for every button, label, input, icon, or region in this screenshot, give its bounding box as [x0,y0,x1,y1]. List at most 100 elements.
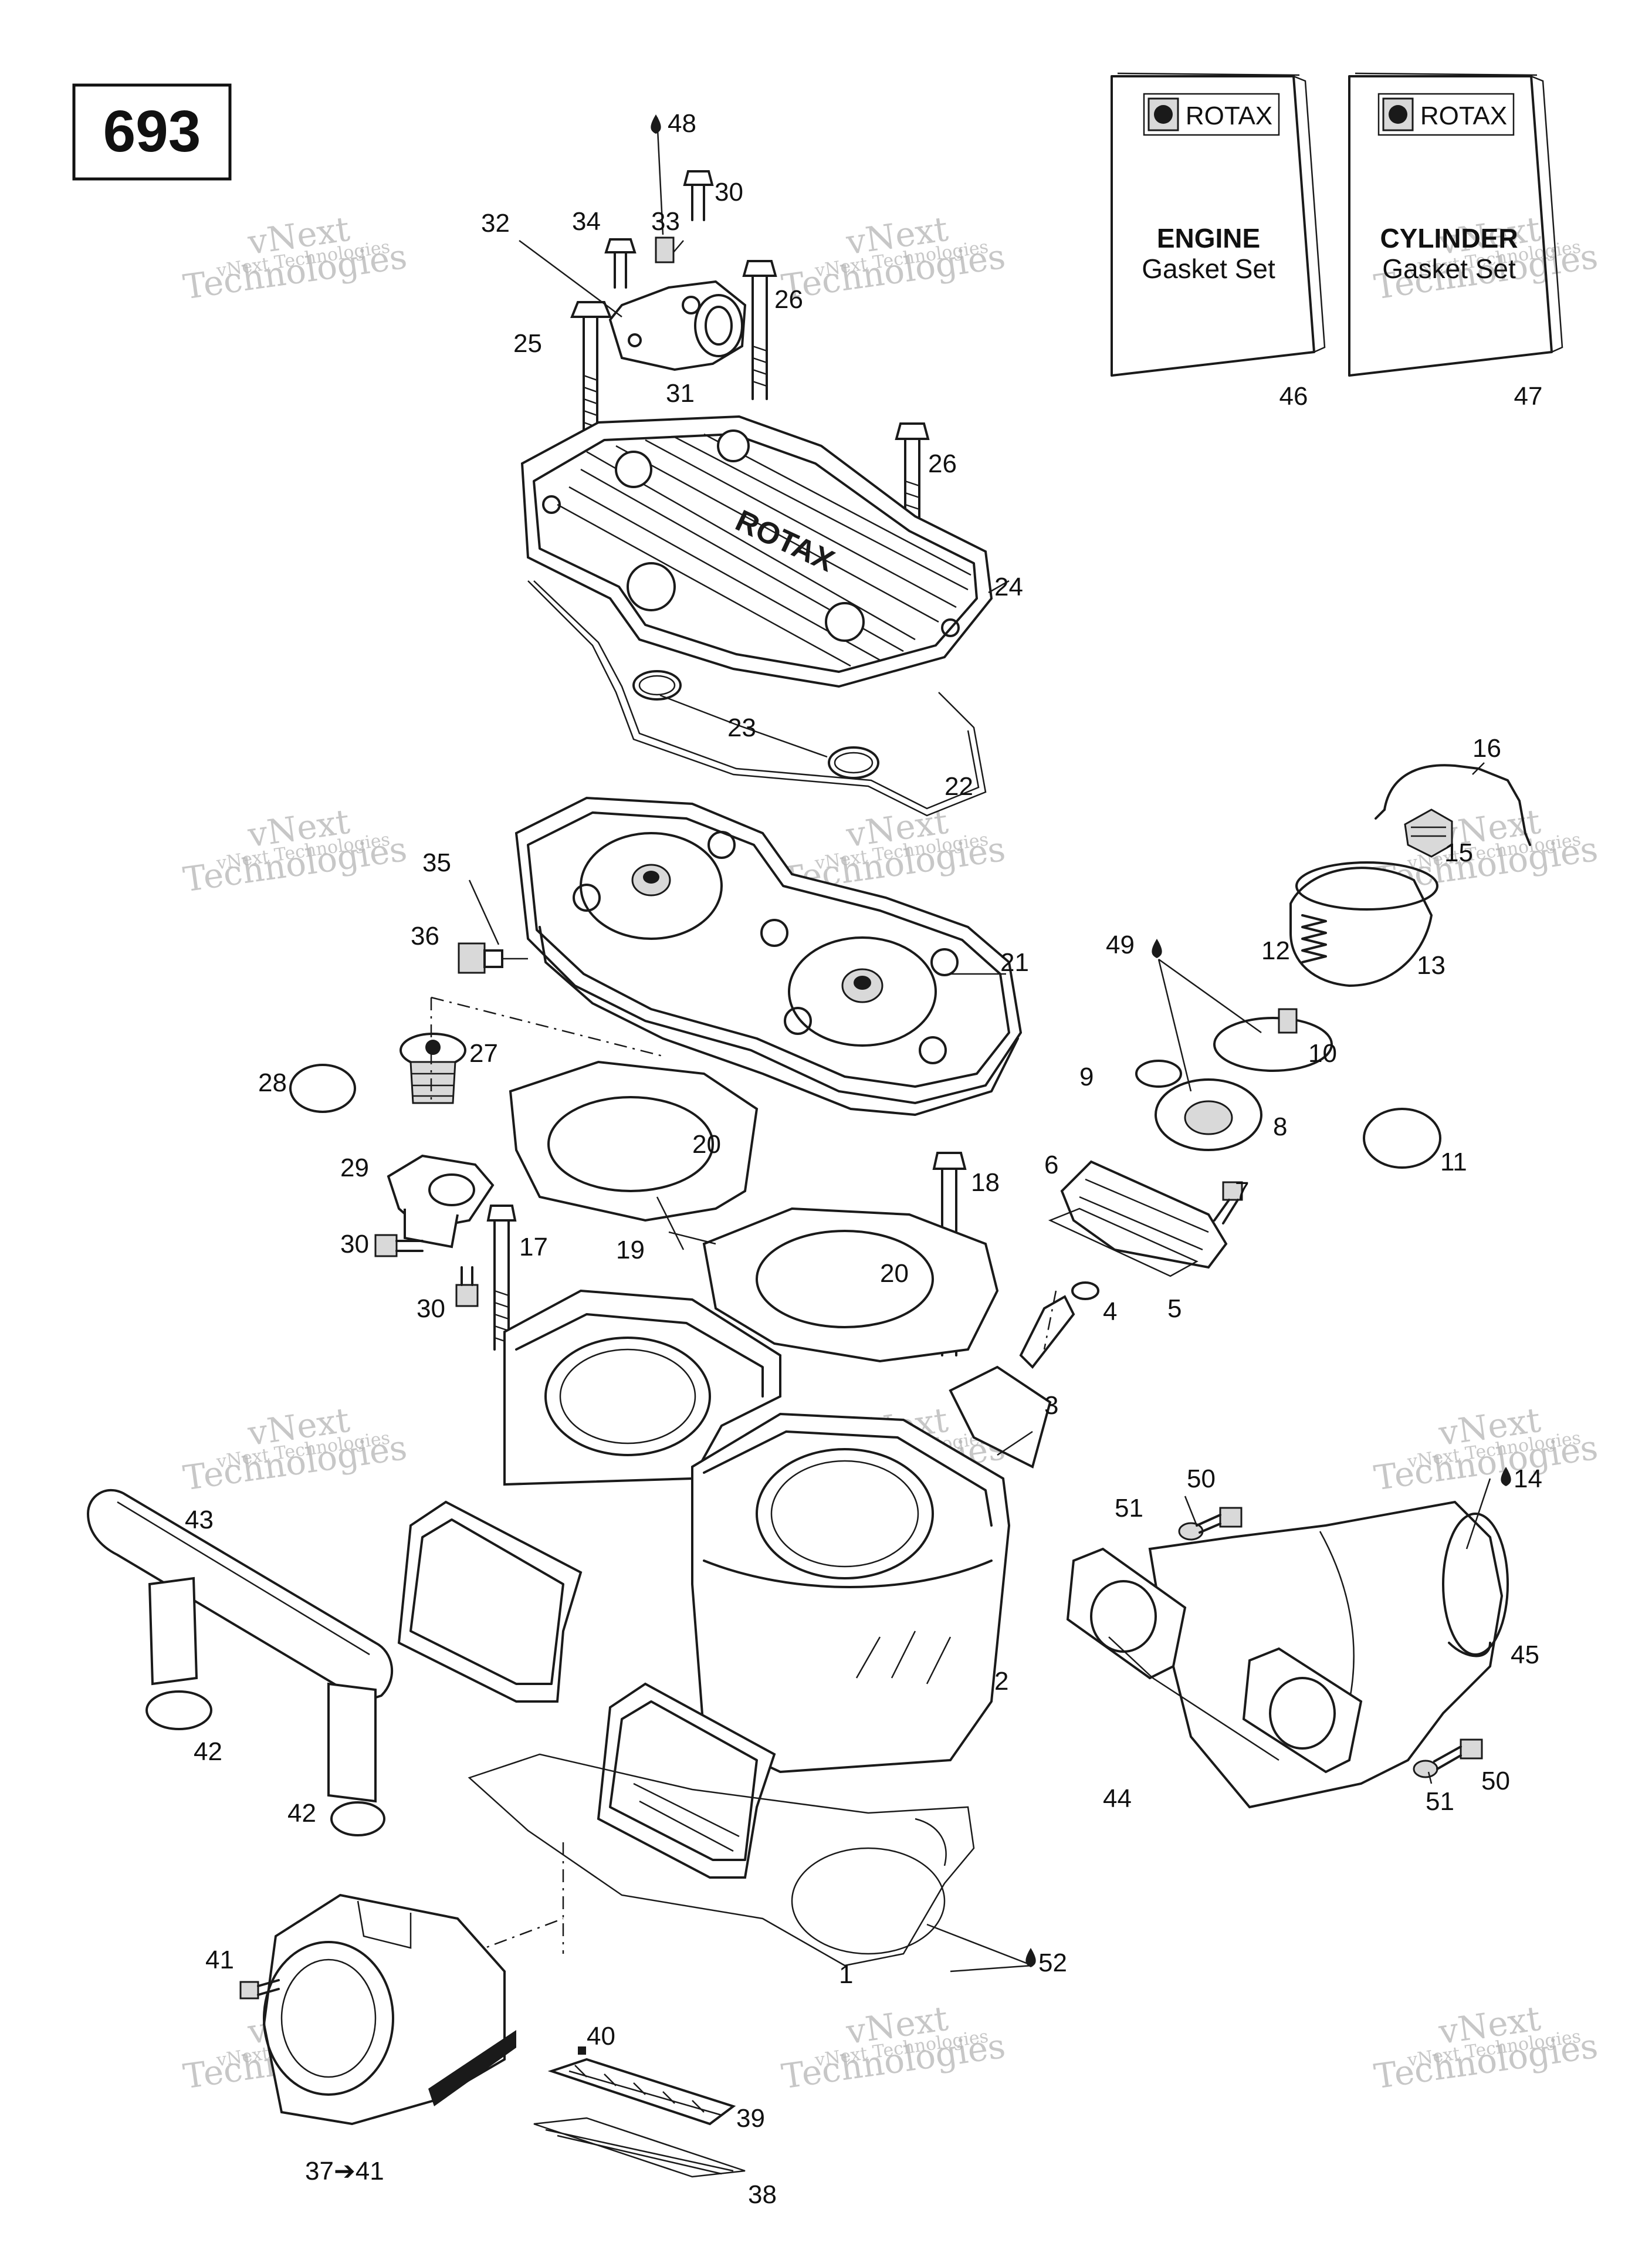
callout: 6 [1044,1151,1058,1179]
callout: 19 [616,1236,645,1264]
watermark: vNext Technologies vNext Technologies [779,209,1008,307]
thermostat-27 [400,1033,466,1104]
callout: 26 [774,285,803,314]
callout: 20 [692,1130,721,1159]
callout: 5 [1167,1294,1182,1323]
callout: 52 [1038,1948,1067,1977]
bolt-30-top [683,170,714,221]
callout: 35 [422,848,451,877]
drop-icon [651,114,661,134]
callout: 51 [1115,1494,1143,1523]
callout: 30 [715,178,743,207]
cylinder-head-cover-24: ROTAX [520,415,993,688]
base-gasket-1 [468,1753,975,1967]
exhaust-manifold-45 [1148,1500,1509,1809]
callout: 41 [205,1946,234,1974]
watermark: vNext Technologies vNext Technologies [181,209,409,307]
callout: 40 [587,2022,615,2051]
callout: 13 [1417,951,1446,980]
callout: 15 [1444,838,1473,867]
callout: 18 [971,1168,1000,1197]
callout: 36 [411,922,439,950]
watermark: vNext Technologies vNext Technologies [1372,1400,1600,1498]
callout: 10 [1308,1039,1337,1068]
kit-brand: ROTAX [1420,102,1507,130]
callout: 29 [340,1153,369,1182]
callout: 22 [945,772,973,801]
callout: 27 [469,1039,498,1068]
callout: 12 [1261,936,1290,965]
o-ring-28 [289,1064,356,1113]
callout: 45 [1511,1640,1539,1669]
engine-gasket-set-kit: ROTAX ENGINE Gasket Set 46 [1111,72,1326,411]
reed-valve-39-40-38 [533,2046,746,2178]
kit-brand: ROTAX [1186,102,1272,130]
gasket-22 [527,580,987,817]
head-gasket-19 [509,1060,999,1363]
watermark: vNext Technologies vNext Technologies [1372,1998,1600,2097]
callout: 51 [1426,1787,1454,1816]
bolts-50-washers-51 [1178,1507,1483,1778]
drop-icon [1152,939,1162,958]
callout: 37➔41 [305,2157,384,2186]
callout-labels: 48 30 32 34 33 26 25 31 26 24 23 22 16 1… [185,109,1542,2209]
callout: 42 [287,1799,316,1828]
kit-title: CYLINDER [1380,223,1518,253]
bolt-41 [239,1979,280,2000]
callout: 14 [1514,1464,1542,1493]
callout: 4 [1103,1297,1117,1326]
cylinder-block-2 [397,1289,1011,1879]
callout: 43 [185,1506,214,1534]
thermostat-cover-29 [387,1154,495,1249]
bolt-34 [604,238,637,289]
callout: 39 [736,2104,765,2133]
callout: 11 [1440,1148,1467,1176]
drop-icon [1501,1467,1511,1486]
kit-number: 46 [1279,382,1308,411]
bolts-top [570,170,930,526]
callout: 20 [880,1259,909,1288]
leader-lines [468,117,1491,1973]
callout: 48 [668,109,696,138]
exhaust-pipe-43 [86,1489,394,1803]
callout: 26 [928,449,957,478]
lubricant-drop-icons [651,114,1511,1967]
watermark: vNext Technologies vNext Technologies [181,1400,409,1498]
assembly-lines [430,996,1057,1955]
exhaust-manifold-37-41 [262,1893,516,2126]
callout: 44 [1103,1784,1132,1813]
o-rings-23 [632,670,879,779]
stud-17 [486,1205,517,1351]
rotax-logo-icon [1147,97,1179,131]
nipple-33 [655,236,675,263]
watermark: vNext Technologies vNext Technologies [181,801,409,900]
callout: 3 [1044,1391,1058,1420]
callout: 2 [994,1667,1008,1696]
callout: 49 [1106,931,1135,959]
kit-subtitle: Gasket Set [1142,253,1275,284]
water-outlet-31 [608,280,747,371]
rave-valve-assembly [949,764,1531,1469]
rotax-logo-icon [1382,97,1414,131]
plug-36 [458,942,528,974]
callout: 28 [258,1068,287,1097]
callout: 1 [839,1960,853,1989]
watermark: vNext Technologies vNext Technologies [779,1998,1008,2097]
bolt-25 [570,301,612,432]
callout: 50 [1481,1767,1510,1795]
callout: 8 [1273,1112,1287,1141]
callout: 33 [651,207,680,236]
bolt-26-upper [742,260,777,400]
callout: 7 [1235,1177,1249,1206]
callout: 42 [194,1737,222,1766]
callout: 50 [1187,1464,1216,1493]
exhaust-gaskets-44 [1066,1547,1363,1774]
callout: 31 [666,379,695,408]
drop-icon [1025,1948,1036,1967]
cylinder-gasket-set-kit: ROTAX CYLINDER Gasket Set 47 [1348,72,1563,411]
callout: 9 [1079,1063,1094,1091]
callout: 23 [727,713,756,742]
cylinder-head-21 [514,796,1023,1116]
bolts-30 [374,1234,479,1307]
